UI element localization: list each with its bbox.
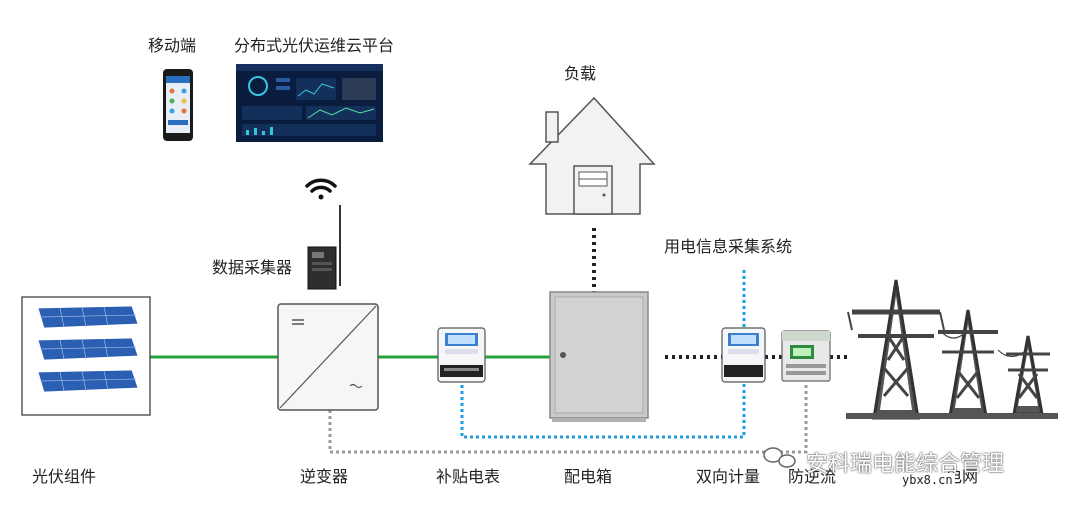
subsidy-meter-illustration (437, 327, 486, 383)
cloud-platform-screenshot (236, 64, 383, 142)
anti-backflow-label: 防逆流 (788, 467, 837, 486)
info-system-label: 用电信息采集系统 (664, 237, 793, 256)
grey-comm-line (328, 385, 808, 454)
bidirectional-meter-label: 双向计量 (696, 467, 761, 486)
load-house-illustration (528, 96, 656, 215)
pv-label: 光伏组件 (32, 467, 97, 486)
data-collector-illustration (307, 205, 341, 290)
pv-panel-illustration (21, 296, 151, 416)
cloud-platform-label: 分布式光伏运维云平台 (234, 36, 395, 55)
mobile-phone-illustration (163, 69, 193, 141)
anti-backflow-device-illustration (781, 330, 831, 382)
watermark-site: ybx8.cn (900, 473, 955, 487)
mobile-label: 移动端 (148, 36, 197, 55)
bidirectional-meter-illustration (721, 327, 766, 383)
wifi-signal-illustration (305, 178, 337, 200)
subsidy-meter-label: 补贴电表 (436, 467, 501, 486)
load-label: 负载 (564, 64, 597, 83)
blue-info-line (460, 268, 746, 439)
watermark-chat-icon (763, 447, 796, 468)
data-collector-label: 数据采集器 (212, 258, 293, 277)
inverter-illustration (277, 303, 379, 411)
distribution-box-illustration (549, 291, 649, 422)
grid-towers-illustration (846, 279, 1058, 420)
watermark-text: 安科瑞电能综合管理 (806, 452, 1005, 477)
inverter-label: 逆变器 (300, 467, 349, 486)
distribution-box-label: 配电箱 (564, 467, 613, 486)
